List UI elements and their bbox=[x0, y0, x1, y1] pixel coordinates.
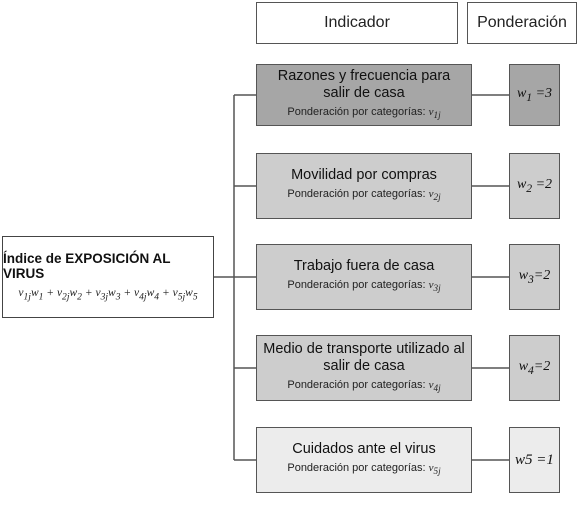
weight-header: Ponderación bbox=[467, 2, 577, 44]
formula-term-3: v3jw3 bbox=[95, 287, 121, 303]
indicator-var-5: v5j bbox=[428, 462, 441, 477]
indicator-subtitle-1: Ponderación por categorías: v1j bbox=[287, 105, 440, 122]
weight-box-2: w2 =2 bbox=[509, 153, 560, 219]
indicator-subtitle-text-2: Ponderación por categorías: bbox=[287, 188, 426, 201]
formula-term-5: v5jw5 bbox=[172, 287, 198, 303]
indicator-subtitle-4: Ponderación por categorías: v4j bbox=[287, 378, 440, 395]
indicator-subtitle-2: Ponderación por categorías: v2j bbox=[287, 187, 440, 204]
weight-value-1: w1 =3 bbox=[516, 86, 553, 104]
formula-term-2: v2jw2 bbox=[56, 287, 82, 303]
weight-value-5: w5 =1 bbox=[515, 451, 554, 468]
weight-value-2: w2 =2 bbox=[516, 177, 553, 195]
indicator-box-5: Cuidados ante el virus Ponderación por c… bbox=[256, 427, 472, 493]
indicator-box-2: Movilidad por compras Ponderación por ca… bbox=[256, 153, 472, 219]
weight-box-4: w4=2 bbox=[509, 335, 560, 401]
weight-box-5: w5 =1 bbox=[509, 427, 560, 493]
exposure-index-formula: v1jw1 + v2jw2 + v3jw3 + v4jw4 + v5jw5 bbox=[18, 287, 198, 303]
weight-value-3: w3=2 bbox=[518, 268, 551, 286]
indicator-subtitle-text-1: Ponderación por categorías: bbox=[287, 105, 426, 118]
indicator-var-2: v2j bbox=[428, 188, 441, 203]
indicator-subtitle-text-4: Ponderación por categorías: bbox=[287, 378, 426, 391]
indicator-var-4: v4j bbox=[428, 378, 441, 394]
indicator-var-3: v3j bbox=[428, 279, 441, 294]
indicator-box-4: Medio de transporte utilizado al salir d… bbox=[256, 335, 472, 401]
exposure-index-box: Índice de EXPOSICIÓN AL VIRUS v1jw1 + v2… bbox=[2, 236, 214, 318]
indicator-title-4: Medio de transporte utilizado al salir d… bbox=[263, 340, 465, 374]
weight-value-4: w4=2 bbox=[518, 359, 551, 377]
indicator-subtitle-text-3: Ponderación por categorías: bbox=[287, 279, 426, 292]
indicator-subtitle-3: Ponderación por categorías: v3j bbox=[287, 278, 440, 295]
weight-box-3: w3=2 bbox=[509, 244, 560, 310]
indicator-subtitle-5: Ponderación por categorías: v5j bbox=[287, 461, 440, 478]
indicator-header: Indicador bbox=[256, 2, 458, 44]
indicator-title-2: Movilidad por compras bbox=[291, 167, 437, 184]
indicator-title-1: Razones y frecuencia para salir de casa bbox=[277, 67, 451, 101]
formula-term-1: v1jw1 bbox=[18, 287, 44, 303]
formula-term-4: v4jw4 bbox=[134, 287, 160, 303]
indicator-var-1: v1j bbox=[428, 105, 441, 121]
exposure-index-title: Índice de EXPOSICIÓN AL VIRUS bbox=[3, 251, 171, 282]
indicator-box-1: Razones y frecuencia para salir de casa … bbox=[256, 64, 472, 126]
weight-box-1: w1 =3 bbox=[509, 64, 560, 126]
indicator-title-5: Cuidados ante el virus bbox=[292, 441, 436, 458]
indicator-box-3: Trabajo fuera de casa Ponderación por ca… bbox=[256, 244, 472, 310]
indicator-title-3: Trabajo fuera de casa bbox=[293, 258, 435, 275]
indicator-subtitle-text-5: Ponderación por categorías: bbox=[287, 462, 426, 475]
